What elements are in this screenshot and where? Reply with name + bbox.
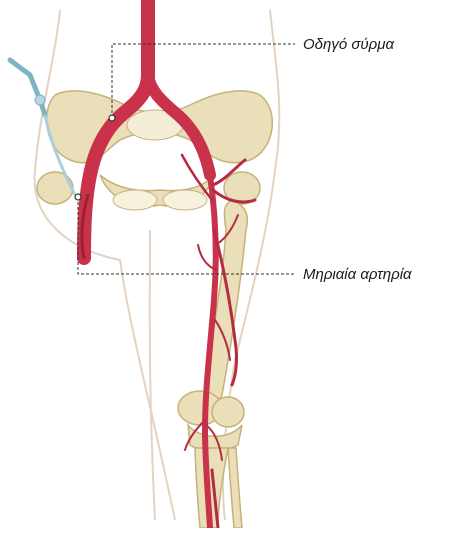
guidewire-marker bbox=[109, 115, 115, 121]
femoral-artery-label: Μηριαία αρτηρία bbox=[303, 266, 412, 283]
guidewire-label: Οδηγό σύρμα bbox=[303, 36, 394, 53]
femoral-marker bbox=[75, 194, 81, 200]
